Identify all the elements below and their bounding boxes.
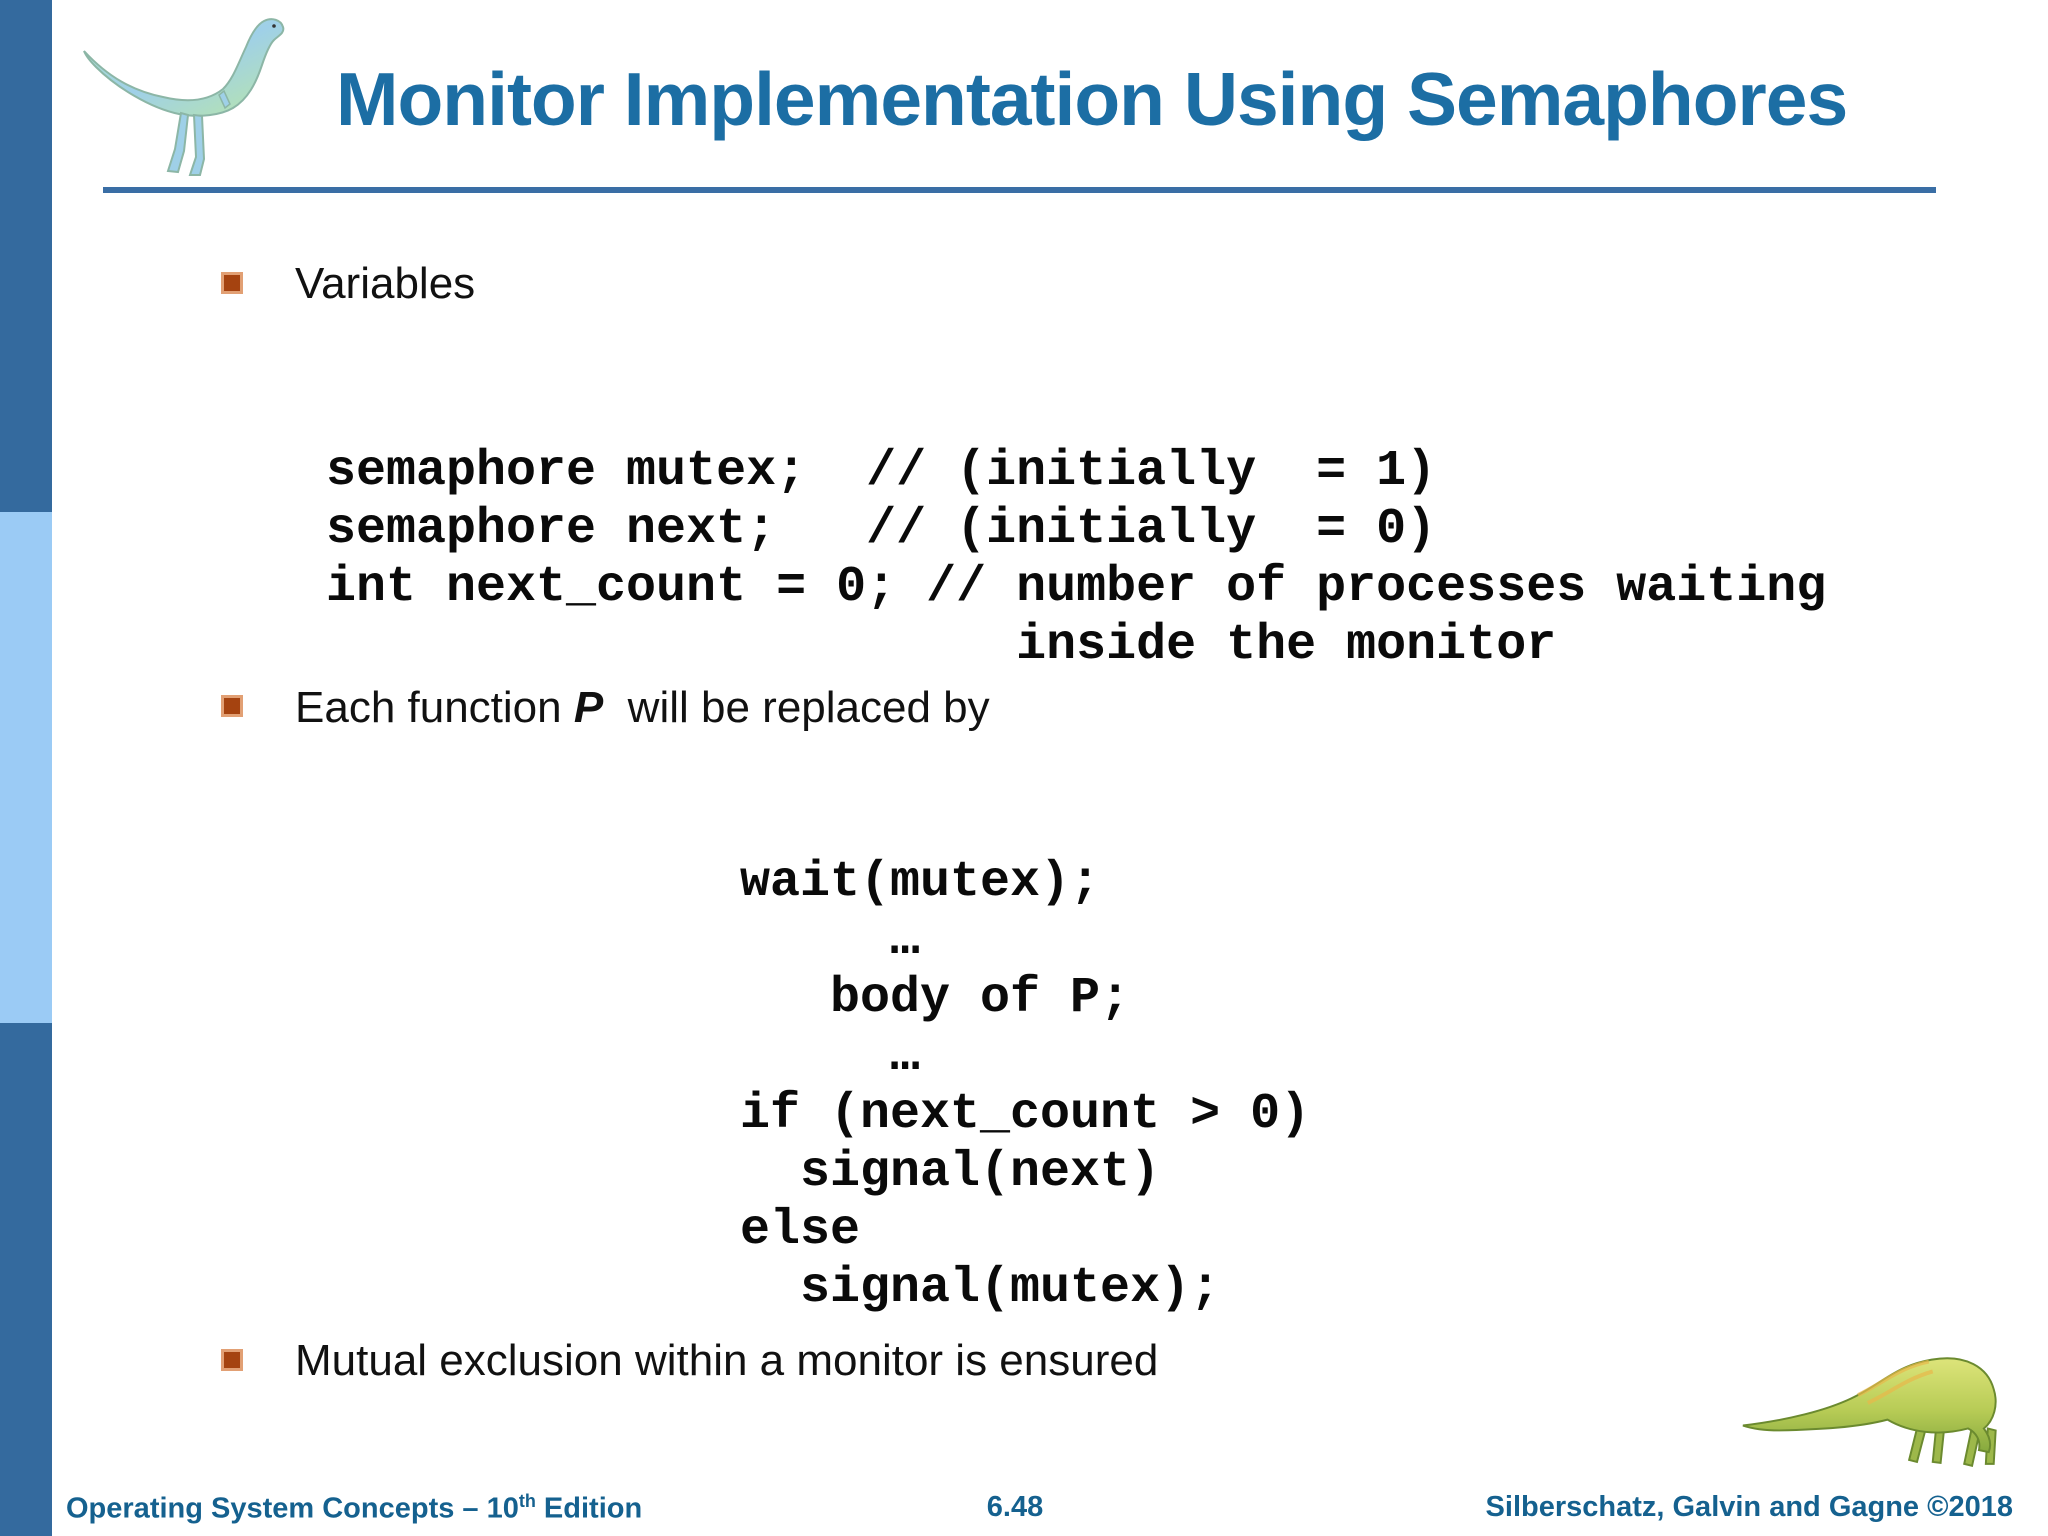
footer-book-post: Edition [535,1492,643,1525]
dinosaur-eye [272,24,276,28]
bullet-mutual-exclusion: Mutual exclusion within a monitor is ens… [295,1336,1159,1385]
bullet-each-function-pre: Each function [295,683,574,732]
title-divider [103,187,1936,193]
slide-page-number: 6.48 [986,1491,1044,1523]
dinosaur-icon [83,18,285,176]
footer-book-sup: th [518,1491,536,1511]
bullet-variables: Variables [295,259,476,308]
footer-authors: Silberschatz, Galvin and Gagne ©2018 [1485,1491,2013,1523]
dinosaur-icon [1742,1357,1997,1468]
bullet-each-function: Each function P will be replaced by [295,683,990,732]
dinosaur-back-stripes [1857,1359,1934,1405]
bullet-icon [221,1349,243,1371]
dinosaur-legs [166,111,206,176]
bullet-each-function-post: will be replaced by [603,683,990,732]
page-title: Monitor Implementation Using Semaphores [336,57,1848,141]
bullet-icon [221,695,243,717]
footer-book-pre: Operating System Concepts – 10 [66,1492,519,1525]
sidebar-segment-dark-bottom [0,1023,52,1536]
sidebar-segment-light-middle [0,512,52,1023]
bullet-icon [221,272,243,294]
function-p-symbol: P [573,683,604,732]
dinosaur-arm [218,89,231,110]
footer-book-title: Operating System Concepts – 10th Edition [66,1491,643,1526]
sidebar-segment-dark-top [0,0,52,512]
code-block-function: wait(mutex); … body of P; … if (next_cou… [740,854,1311,1317]
dinosaur-body [83,18,285,117]
dinosaur-body [1742,1357,1997,1454]
code-block-variables: semaphore mutex; // (initially = 1) sema… [326,443,1827,674]
